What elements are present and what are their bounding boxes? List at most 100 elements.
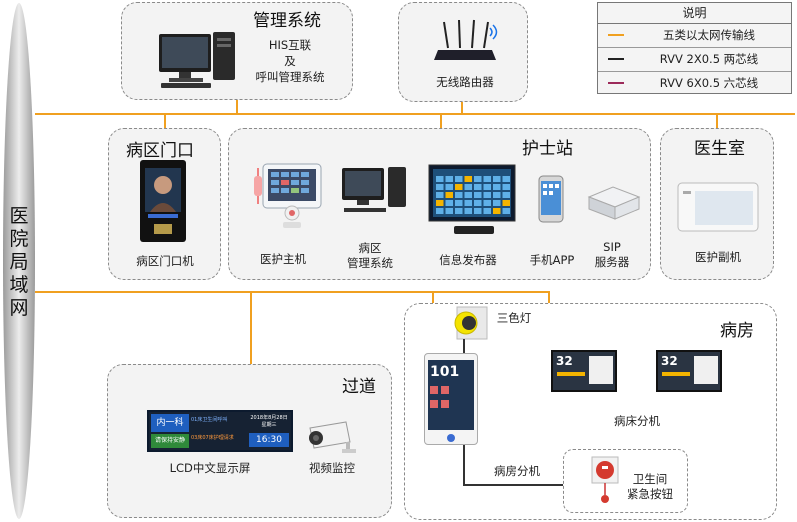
publisher-cell xyxy=(502,192,510,198)
legend-swatch xyxy=(608,58,624,60)
ethernet-drop-doctor xyxy=(716,113,718,128)
ward-room-terminal-label: 病房分机 xyxy=(494,464,540,478)
zone-doctor-room-title: 医生室 xyxy=(694,139,745,159)
video-camera-icon xyxy=(309,421,356,453)
publisher-cell xyxy=(474,200,482,206)
doctor-device-label: 医护副机 xyxy=(695,250,741,264)
emergency-button-icon xyxy=(591,456,619,503)
ethernet-drop-mgmt xyxy=(236,100,238,114)
toilet-button-label: 卫生间 紧急按钮 xyxy=(627,472,673,501)
lcd-msg-2: 03床07床护理请求 xyxy=(191,435,234,441)
corridor-label-camera: 视频监控 xyxy=(309,461,355,475)
publisher-cell xyxy=(502,208,510,214)
publisher-cell xyxy=(483,208,491,214)
ethernet-drop-ward-a xyxy=(432,291,434,303)
publisher-cell xyxy=(455,184,463,190)
publisher-cell xyxy=(493,184,501,190)
ward-gate-device-label: 病区门口机 xyxy=(136,254,194,268)
nurse-device-label-sip: SIP 服务器 xyxy=(594,240,630,269)
legend-row: RVV 2X0.5 两芯线 xyxy=(598,48,791,72)
wireless-router-icon xyxy=(434,19,498,60)
publisher-cell xyxy=(483,184,491,190)
publisher-cell xyxy=(474,192,482,198)
zone-ward-title: 病房 xyxy=(720,321,754,341)
publisher-cell xyxy=(464,200,472,206)
legend-swatch xyxy=(608,34,624,36)
bed-number-2: 32 xyxy=(661,354,678,368)
wire-room-to-toilet-v xyxy=(463,445,465,485)
publisher-cell xyxy=(455,192,463,198)
publisher-cell xyxy=(455,208,463,214)
network-label: 医院局域网 xyxy=(9,205,29,319)
room-number: 101 xyxy=(430,364,460,380)
zone-ward-gate-title: 病区门口 xyxy=(126,141,194,161)
publisher-cell xyxy=(493,176,501,182)
ward-gate-terminal-icon xyxy=(140,160,186,242)
ethernet-line-lower xyxy=(35,291,550,293)
router-label: 无线路由器 xyxy=(436,75,494,89)
publisher-cell xyxy=(502,184,510,190)
publisher-cell xyxy=(464,192,472,198)
publisher-cell xyxy=(483,176,491,182)
legend-row: RVV 6X0.5 六芯线 xyxy=(598,72,791,95)
legend-row: 五类以太网传输线 xyxy=(598,24,791,48)
wire-room-to-toilet-h xyxy=(463,484,563,486)
mobile-app-icon xyxy=(538,175,564,223)
ward-management-pc-icon xyxy=(342,167,406,212)
publisher-cell xyxy=(436,200,444,206)
publisher-cell xyxy=(474,208,482,214)
ethernet-drop-nurse xyxy=(440,113,442,128)
publisher-cell xyxy=(445,192,453,198)
ethernet-drop-ward-b xyxy=(548,291,550,303)
publisher-cell xyxy=(445,184,453,190)
ethernet-drop-router xyxy=(461,102,463,114)
publisher-cell xyxy=(493,200,501,206)
network-backbone-ellipse xyxy=(3,3,35,519)
nurse-device-label-app: 手机APP xyxy=(529,253,575,267)
nurse-host-icon xyxy=(254,163,322,228)
publisher-cell xyxy=(436,184,444,190)
legend-swatch xyxy=(608,82,624,84)
ethernet-line-top xyxy=(35,113,795,115)
publisher-cell xyxy=(483,200,491,206)
room-terminal: 101 xyxy=(424,353,478,445)
lcd-date: 2018年8月28日 xyxy=(250,415,288,421)
legend-title: 说明 xyxy=(598,3,791,24)
ward-bed-terminal-label: 病床分机 xyxy=(614,414,660,428)
publisher-cell xyxy=(436,176,444,182)
bed-terminal-2: 32 xyxy=(656,350,722,392)
publisher-cell xyxy=(455,200,463,206)
publisher-cell xyxy=(464,208,472,214)
publisher-cell xyxy=(483,192,491,198)
nurse-device-label-mgmt: 病区 管理系统 xyxy=(347,241,393,270)
publisher-cell xyxy=(455,176,463,182)
zone-ward xyxy=(404,303,777,520)
tri-color-lamp-icon xyxy=(454,306,488,340)
publisher-cell xyxy=(464,184,472,190)
lcd-dept: 内一科 xyxy=(151,414,189,432)
ethernet-drop-corridor xyxy=(250,291,252,364)
info-publisher-icon xyxy=(428,164,516,234)
nurse-device-label-host: 医护主机 xyxy=(260,252,306,266)
publisher-cell xyxy=(445,176,453,182)
wire-lamp-to-room xyxy=(463,339,465,353)
zone-corridor-title: 过道 xyxy=(342,377,376,397)
ethernet-drop-gate xyxy=(164,113,166,128)
doctor-sub-terminal-icon xyxy=(677,182,759,232)
lcd-week: 星期三 xyxy=(261,422,277,428)
corridor-label-lcd: LCD中文显示屏 xyxy=(169,461,251,475)
lcd-display: 内一科 请保持安静 01床卫生间呼叫 03床07床护理请求 2018年8月28日… xyxy=(147,410,293,452)
management-desc-3: 呼叫管理系统 xyxy=(255,70,325,84)
lcd-msg-1: 01床卫生间呼叫 xyxy=(191,417,228,423)
publisher-cell xyxy=(502,176,510,182)
zone-nurse-station-title: 护士站 xyxy=(522,139,573,159)
publisher-cell xyxy=(445,208,453,214)
publisher-cell xyxy=(474,176,482,182)
bed-number-1: 32 xyxy=(556,354,573,368)
lcd-time: 16:30 xyxy=(249,433,289,447)
management-desc-1: HIS互联 xyxy=(268,38,312,52)
bed-terminal-1: 32 xyxy=(551,350,617,392)
publisher-cell xyxy=(436,192,444,198)
zone-toilet xyxy=(563,449,688,513)
